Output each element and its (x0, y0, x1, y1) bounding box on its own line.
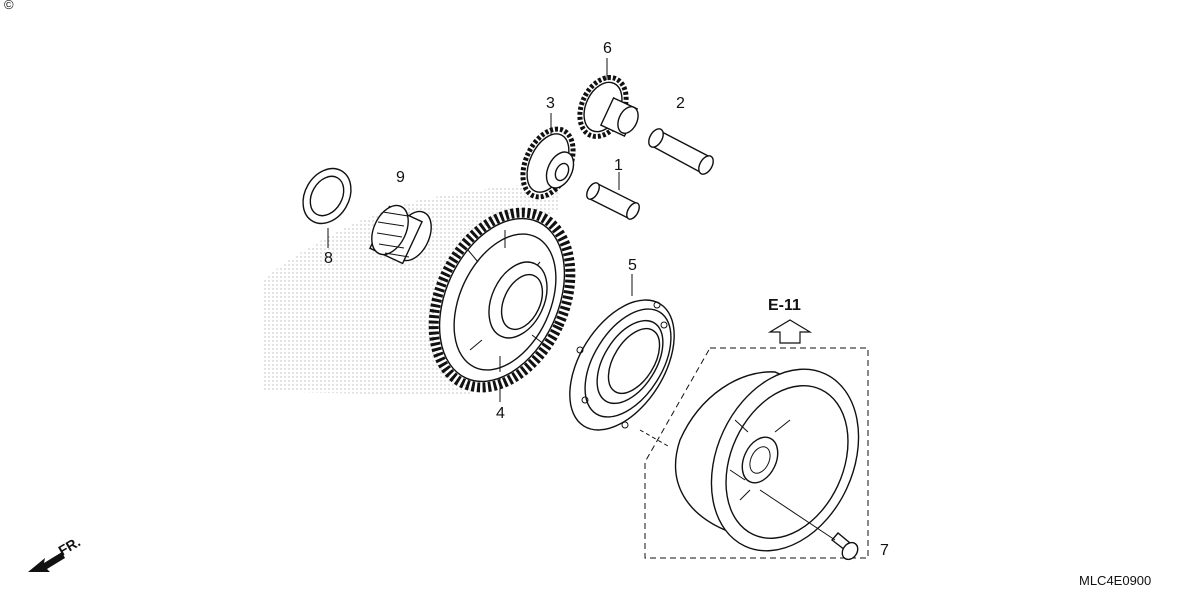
callout-8: 8 (324, 250, 333, 267)
callout-4: 4 (496, 405, 505, 422)
reference-arrow-icon (767, 319, 813, 344)
callout-9: 9 (396, 169, 405, 186)
shaft-part-1[interactable] (584, 181, 642, 222)
callout-1: 1 (614, 157, 623, 174)
leader-lines (327, 58, 836, 541)
front-arrow-icon (28, 552, 65, 572)
diagram-code: MLC4E0900 (1079, 573, 1151, 588)
one-way-clutch-part-5[interactable] (548, 282, 696, 449)
callout-2: 2 (676, 95, 685, 112)
bolt-part-7[interactable] (830, 532, 861, 562)
shaft-part-2[interactable] (646, 126, 716, 176)
reduction-gear-part-6[interactable] (571, 70, 642, 144)
callout-6: 6 (603, 40, 612, 57)
callout-7: 7 (880, 542, 889, 559)
idle-gear-part-3[interactable] (513, 121, 583, 205)
callout-5: 5 (628, 257, 637, 274)
starter-driven-gear-part-4[interactable] (407, 190, 597, 409)
corner-mark: © (4, 0, 14, 12)
needle-bearing-part-9[interactable] (365, 200, 439, 267)
callout-3: 3 (546, 95, 555, 112)
reference-label[interactable]: E-11 (768, 297, 801, 314)
flywheel-reference-box (644, 347, 869, 559)
front-indicator: FR. (28, 533, 83, 572)
washer-part-8[interactable] (293, 160, 360, 232)
flywheel-assembly (674, 368, 860, 552)
